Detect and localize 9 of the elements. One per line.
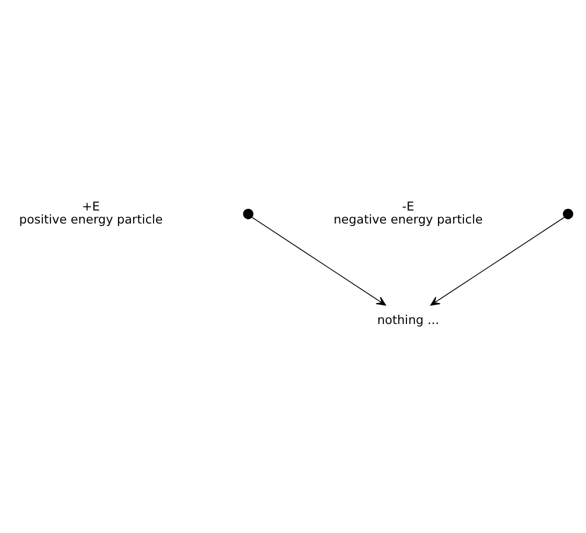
node-text: nothing ... [377, 312, 440, 327]
node-circle [243, 208, 254, 219]
arrow [251, 216, 386, 306]
node-label: -E [402, 199, 414, 214]
arrow [430, 216, 565, 306]
node-label: negative energy particle [334, 212, 483, 226]
node-circle [562, 208, 574, 219]
node-label: positive energy particle [19, 212, 163, 226]
node-label: +E [82, 199, 100, 214]
